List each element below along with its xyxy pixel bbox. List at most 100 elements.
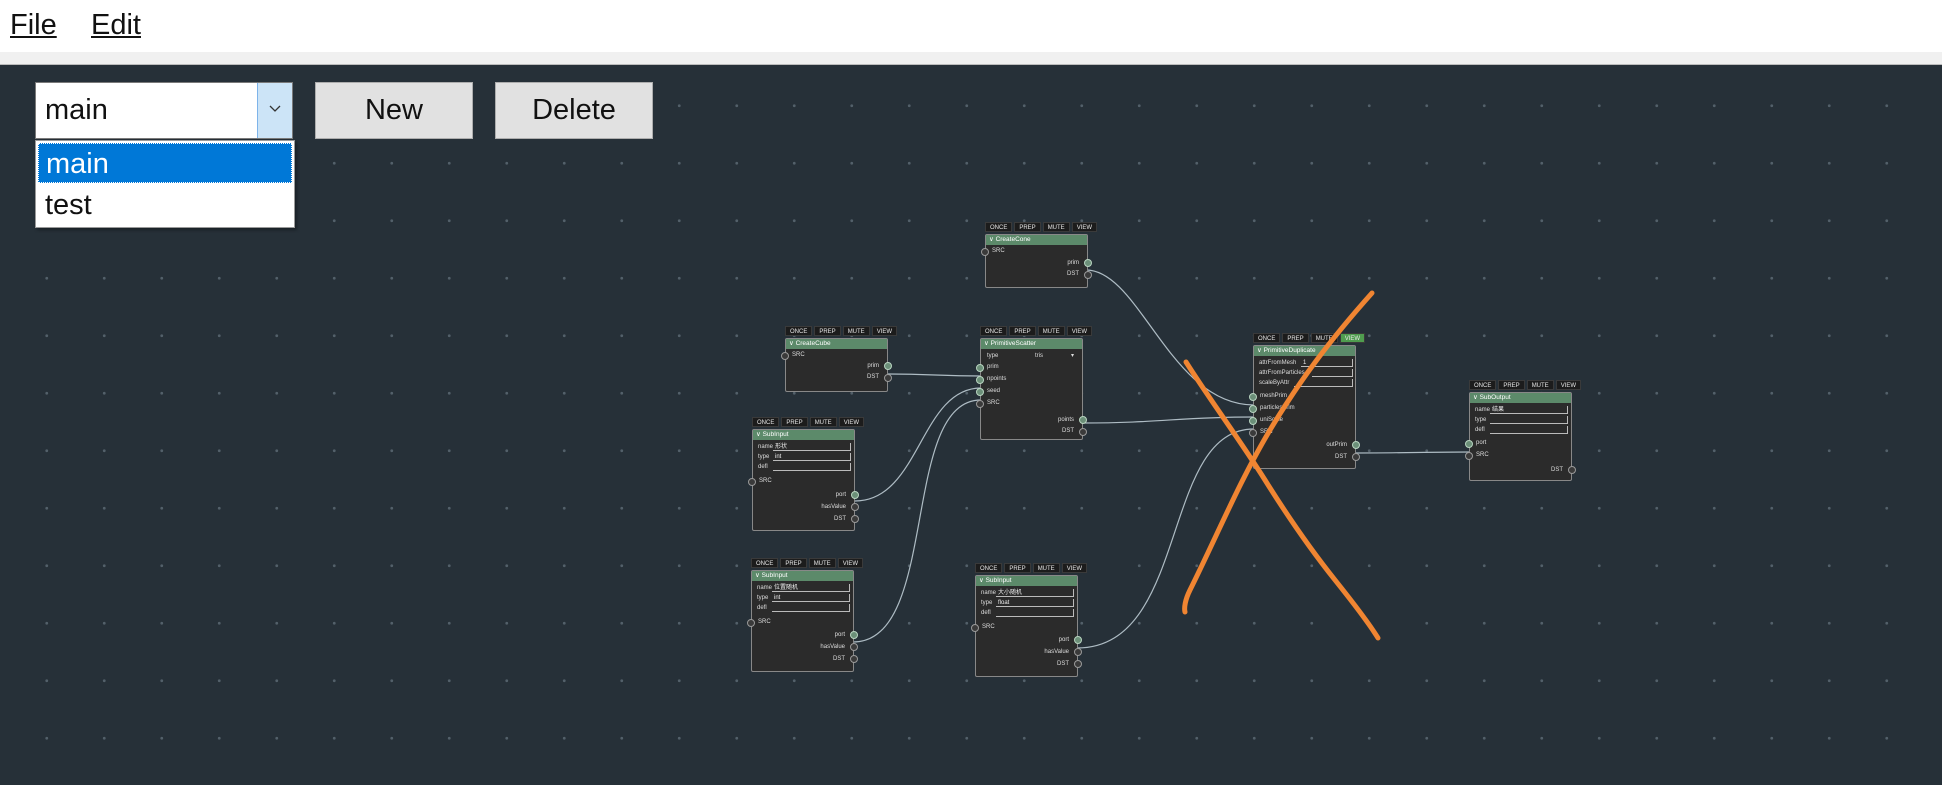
socket-dst[interactable]	[1352, 453, 1360, 461]
node-create-cone[interactable]: ONCE PREP MUTE VIEW ∨ CreateCone SRC pri…	[981, 222, 1098, 292]
socket-src[interactable]	[1465, 452, 1473, 460]
socket-hasvalue[interactable]	[851, 503, 859, 511]
flag-mute[interactable]: MUTE	[1526, 380, 1554, 390]
socket-dst[interactable]	[851, 515, 859, 523]
socket-hasvalue[interactable]	[1074, 648, 1082, 656]
node-subinput-shape[interactable]: ONCE PREP MUTE VIEW ∨ SubInput name 形状 t…	[748, 417, 865, 535]
defl-field[interactable]	[772, 604, 850, 612]
node-primitive-duplicate[interactable]: ONCE PREP MUTE VIEW ∨ PrimitiveDuplicate…	[1249, 333, 1366, 473]
flag-once[interactable]: ONCE	[785, 326, 813, 336]
flag-view[interactable]: VIEW	[1061, 563, 1088, 573]
socket-dst[interactable]	[884, 374, 892, 382]
socket-dst[interactable]	[1568, 466, 1576, 474]
type-field[interactable]: int	[773, 453, 851, 461]
socket-npoints[interactable]	[976, 376, 984, 384]
socket-port[interactable]	[1465, 440, 1473, 448]
attr-from-particles-field[interactable]	[1312, 369, 1353, 377]
scale-by-attr-field[interactable]	[1294, 379, 1353, 387]
socket-label: particlesPrim	[1260, 405, 1295, 411]
node-subinput-position-random[interactable]: ONCE PREP MUTE VIEW ∨ SubInput name 位置随机…	[747, 558, 864, 676]
socket-points[interactable]	[1079, 416, 1087, 424]
flag-prep[interactable]: PREP	[781, 417, 808, 427]
socket-src[interactable]	[748, 478, 756, 486]
flag-view[interactable]: VIEW	[837, 558, 864, 568]
socket-src[interactable]	[747, 619, 755, 627]
flag-once[interactable]: ONCE	[752, 417, 780, 427]
socket-dst[interactable]	[850, 655, 858, 663]
flag-once[interactable]: ONCE	[1253, 333, 1281, 343]
flag-mute[interactable]: MUTE	[1310, 333, 1338, 343]
socket-port[interactable]	[1074, 636, 1082, 644]
flag-prep[interactable]: PREP	[814, 326, 841, 336]
type-select[interactable]: tris	[1035, 353, 1043, 359]
flag-view[interactable]: VIEW	[1339, 333, 1366, 343]
socket-src[interactable]	[1249, 429, 1257, 437]
socket-uniscale[interactable]	[1249, 417, 1257, 425]
name-field[interactable]: 位置随机	[772, 584, 850, 592]
node-subinput-size-random[interactable]: ONCE PREP MUTE VIEW ∨ SubInput name 大小随机…	[971, 563, 1088, 681]
name-field[interactable]: 形状	[773, 443, 851, 451]
graph-option-main[interactable]: main	[38, 143, 292, 183]
menu-file[interactable]: File	[10, 9, 57, 42]
node-editor-canvas[interactable]	[0, 65, 1942, 785]
socket-src[interactable]	[976, 400, 984, 408]
flag-view[interactable]: VIEW	[871, 326, 898, 336]
delete-button[interactable]: Delete	[495, 82, 653, 139]
socket-src[interactable]	[781, 352, 789, 360]
flag-prep[interactable]: PREP	[1004, 563, 1031, 573]
flag-mute[interactable]: MUTE	[809, 417, 837, 427]
node-create-cube[interactable]: ONCE PREP MUTE VIEW ∨ CreateCube SRC pri…	[781, 326, 898, 396]
node-primitive-scatter[interactable]: ONCE PREP MUTE VIEW ∨ PrimitiveScatter t…	[976, 326, 1093, 444]
socket-src[interactable]	[981, 248, 989, 256]
flag-view[interactable]: VIEW	[1066, 326, 1093, 336]
flag-prep[interactable]: PREP	[1014, 222, 1041, 232]
flag-view[interactable]: VIEW	[1071, 222, 1098, 232]
flag-once[interactable]: ONCE	[985, 222, 1013, 232]
flag-view[interactable]: VIEW	[838, 417, 865, 427]
socket-seed[interactable]	[976, 388, 984, 396]
socket-meshprim[interactable]	[1249, 393, 1257, 401]
attr-from-mesh-field[interactable]: 1	[1301, 359, 1353, 367]
flag-prep[interactable]: PREP	[1282, 333, 1309, 343]
flag-prep[interactable]: PREP	[780, 558, 807, 568]
socket-label: port	[1476, 440, 1487, 446]
socket-src[interactable]	[971, 624, 979, 632]
flag-mute[interactable]: MUTE	[808, 558, 836, 568]
new-button[interactable]: New	[315, 82, 473, 139]
type-field[interactable]: float	[996, 599, 1074, 607]
socket-outprim[interactable]	[1352, 441, 1360, 449]
flag-once[interactable]: ONCE	[980, 326, 1008, 336]
flag-once[interactable]: ONCE	[751, 558, 779, 568]
type-field[interactable]	[1490, 416, 1568, 424]
defl-field[interactable]	[773, 463, 851, 471]
node-suboutput[interactable]: ONCE PREP MUTE VIEW ∨ SubOutput name 结果 …	[1465, 380, 1582, 485]
socket-dst[interactable]	[1074, 660, 1082, 668]
graph-select-dropdown-button[interactable]	[257, 83, 292, 138]
name-field[interactable]: 结果	[1490, 406, 1568, 414]
flag-mute[interactable]: MUTE	[842, 326, 870, 336]
defl-field[interactable]	[1490, 426, 1568, 434]
name-field[interactable]: 大小随机	[996, 589, 1074, 597]
socket-particlesprim[interactable]	[1249, 405, 1257, 413]
socket-port[interactable]	[851, 491, 859, 499]
socket-prim[interactable]	[976, 364, 984, 372]
graph-option-test[interactable]: test	[45, 189, 92, 221]
defl-field[interactable]	[996, 609, 1074, 617]
socket-prim[interactable]	[884, 362, 892, 370]
menu-edit[interactable]: Edit	[91, 9, 141, 42]
socket-port[interactable]	[850, 631, 858, 639]
socket-hasvalue[interactable]	[850, 643, 858, 651]
flag-mute[interactable]: MUTE	[1032, 563, 1060, 573]
type-field[interactable]: int	[772, 594, 850, 602]
socket-prim[interactable]	[1084, 259, 1092, 267]
flag-prep[interactable]: PREP	[1009, 326, 1036, 336]
flag-once[interactable]: ONCE	[975, 563, 1003, 573]
flag-once[interactable]: ONCE	[1469, 380, 1497, 390]
flag-prep[interactable]: PREP	[1498, 380, 1525, 390]
flag-mute[interactable]: MUTE	[1042, 222, 1070, 232]
flag-view[interactable]: VIEW	[1555, 380, 1582, 390]
graph-select[interactable]: main	[35, 82, 293, 139]
flag-mute[interactable]: MUTE	[1037, 326, 1065, 336]
socket-dst[interactable]	[1084, 271, 1092, 279]
socket-dst[interactable]	[1079, 428, 1087, 436]
